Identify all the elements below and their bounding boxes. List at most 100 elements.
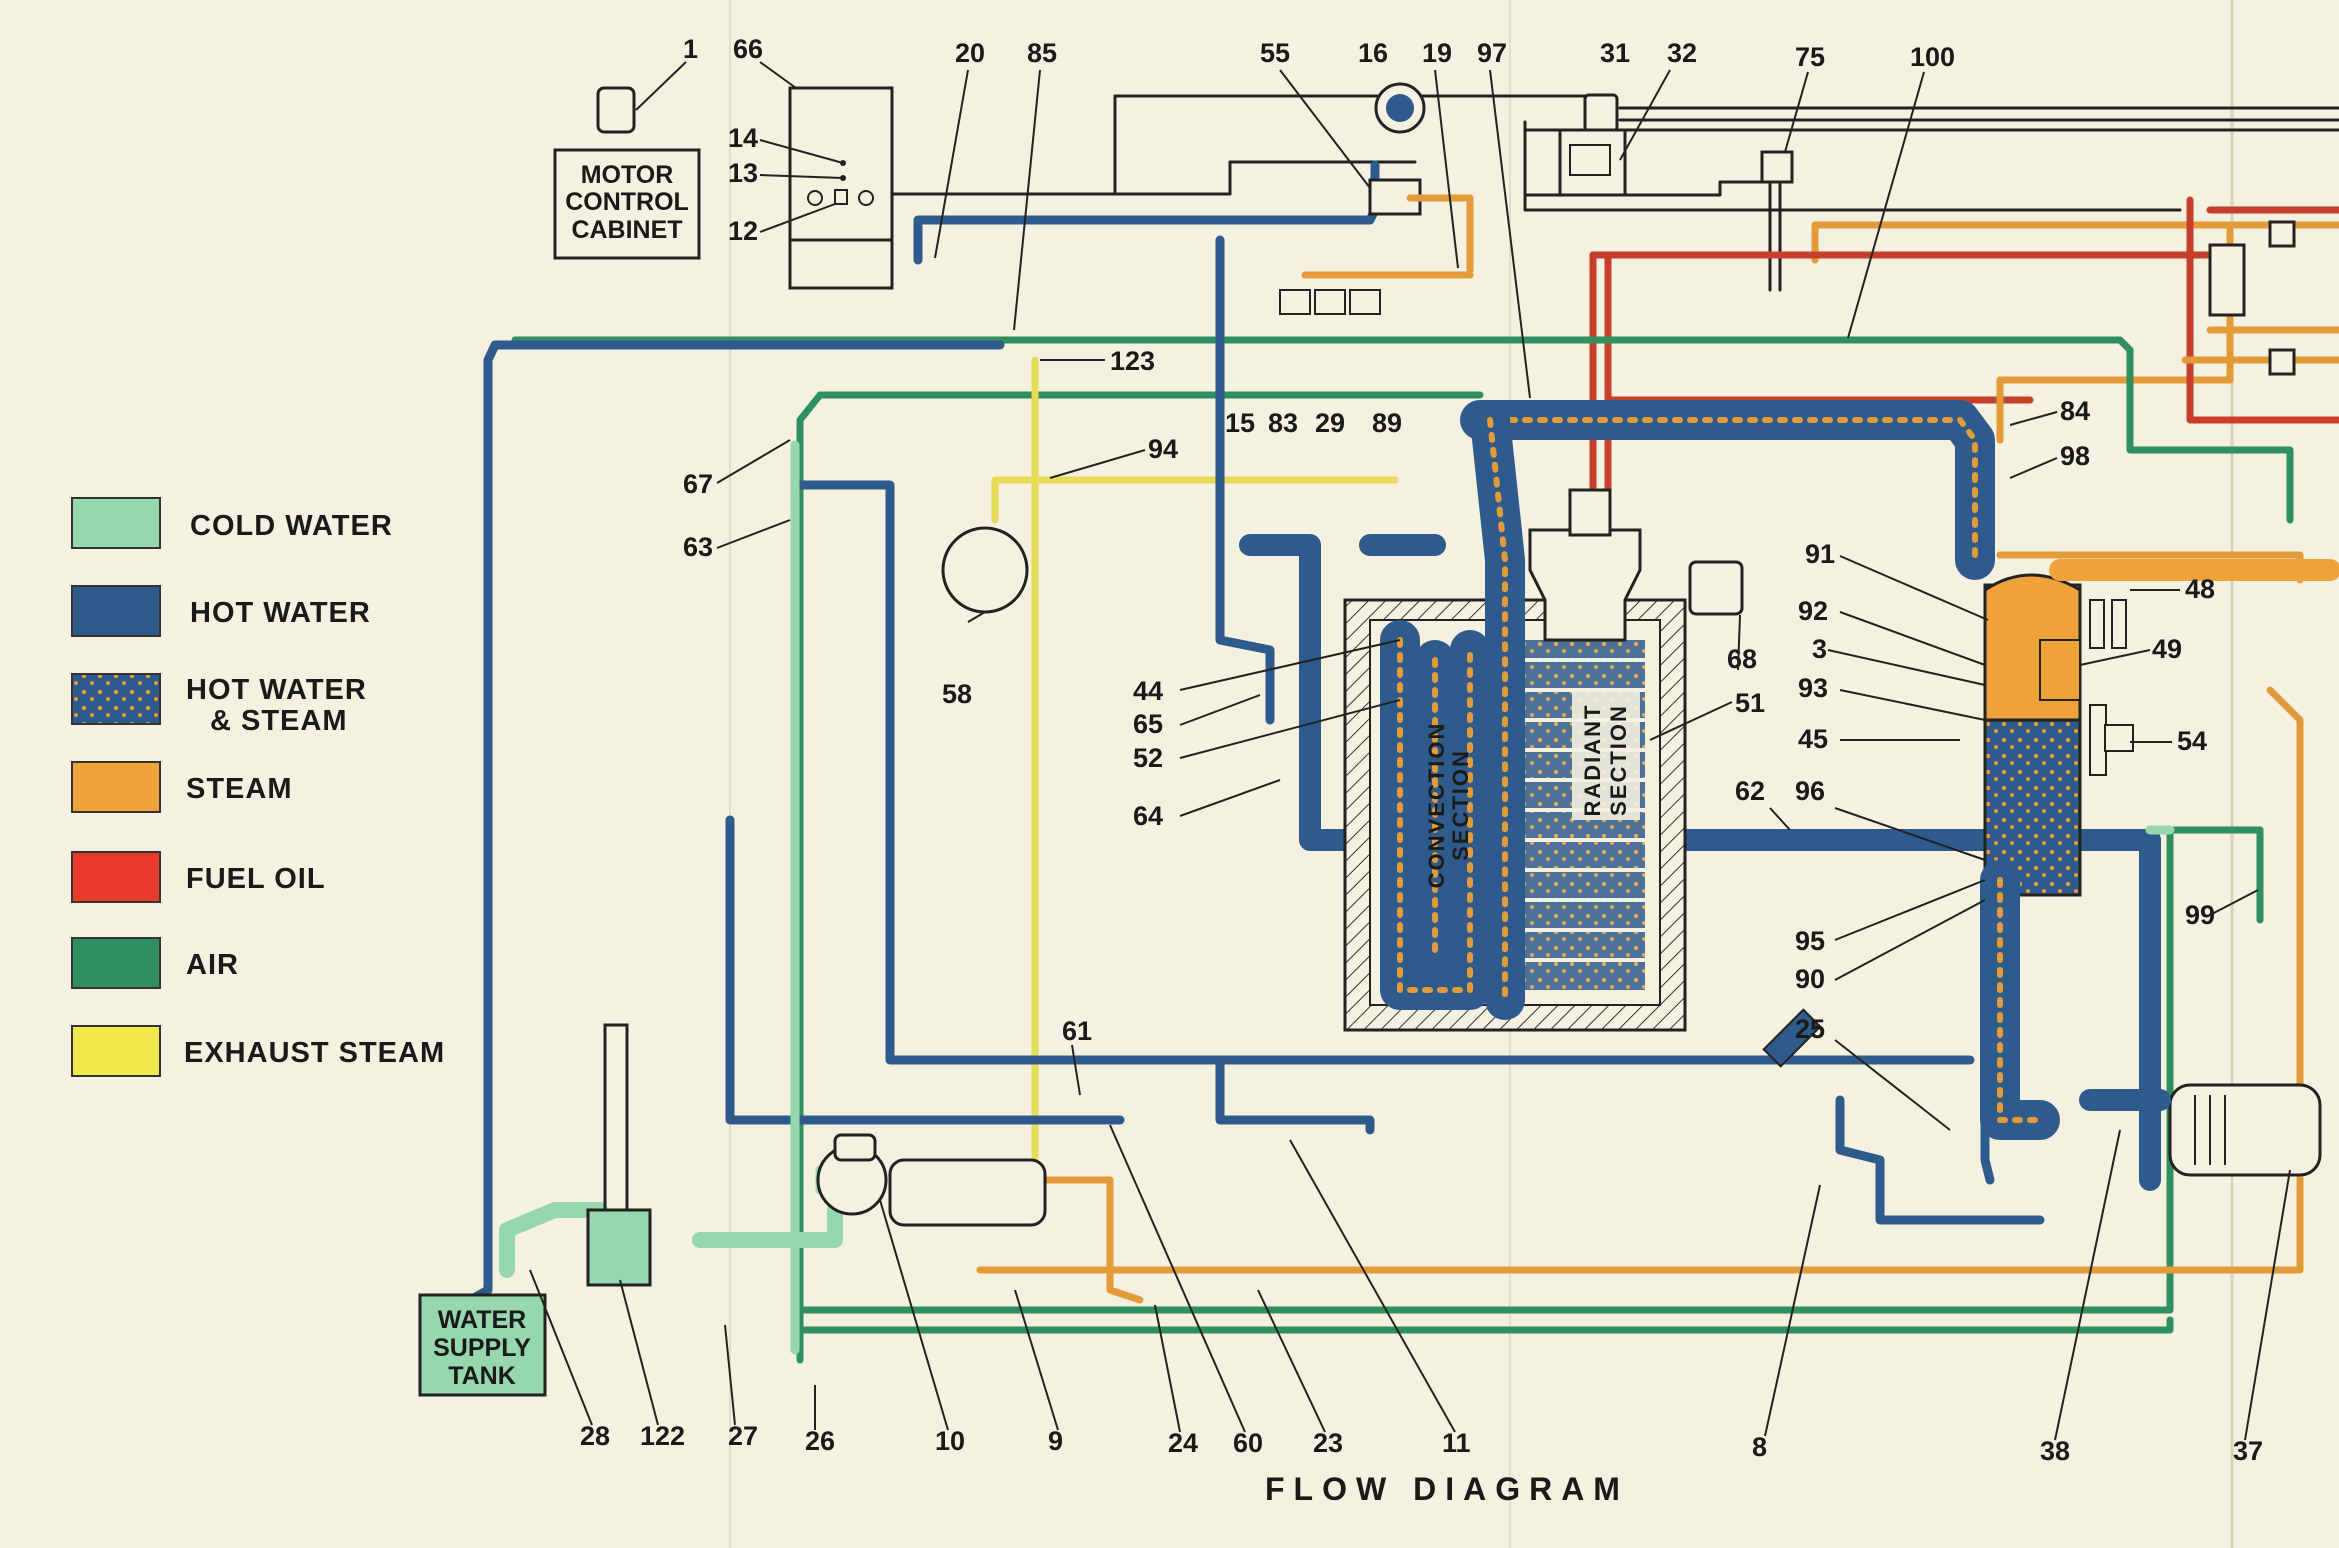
water-supply-line3: TANK — [448, 1362, 516, 1390]
legend-label: EXHAUST STEAM — [184, 1037, 445, 1069]
callout-64: 64 — [1133, 801, 1163, 831]
callout-95: 95 — [1795, 926, 1825, 956]
callout-90: 90 — [1795, 964, 1825, 994]
fuel-valves — [2208, 220, 2296, 376]
callout-16: 16 — [1358, 38, 1388, 68]
callout-3: 3 — [1812, 634, 1827, 664]
callout-32: 32 — [1667, 38, 1697, 68]
callout-8: 8 — [1752, 1432, 1767, 1462]
legend: COLD WATER HOT WATER HOT WATER & STEAM S… — [71, 497, 445, 1077]
leader-lines — [529, 61, 2291, 1441]
motor-control-line2: CONTROL — [565, 188, 689, 216]
legend-label: FUEL OIL — [186, 863, 326, 895]
callout-38: 38 — [2040, 1436, 2070, 1466]
control-panel — [788, 86, 894, 290]
callout-65: 65 — [1133, 709, 1163, 739]
motor-control-line3: CABINET — [571, 216, 682, 244]
callout-66: 66 — [733, 34, 763, 64]
callout-52: 52 — [1133, 743, 1163, 773]
callout-98: 98 — [2060, 441, 2090, 471]
callout-13: 13 — [728, 158, 758, 188]
callout-25: 25 — [1795, 1014, 1825, 1044]
steam-separator — [1983, 559, 2339, 897]
callout-94: 94 — [1148, 434, 1178, 464]
pump-58 — [941, 526, 1029, 614]
motor-control-line1: MOTOR — [581, 161, 674, 189]
legend-label: HOT WATER — [186, 674, 367, 706]
legend-item-cold-water: COLD WATER — [71, 497, 393, 549]
callout-61: 61 — [1062, 1016, 1092, 1046]
callout-84: 84 — [2060, 396, 2090, 426]
feed-pump-motor — [2168, 1083, 2322, 1177]
callout-63: 63 — [683, 532, 713, 562]
callout-27: 27 — [728, 1421, 758, 1451]
convection-section-line2: SECTION — [1448, 749, 1473, 861]
callout-1: 1 — [683, 34, 698, 64]
callout-55: 55 — [1260, 38, 1290, 68]
callout-60: 60 — [1233, 1428, 1263, 1458]
callout-26: 26 — [805, 1426, 835, 1456]
callout-23: 23 — [1313, 1428, 1343, 1458]
callout-96: 96 — [1795, 776, 1825, 806]
callout-48: 48 — [2185, 574, 2215, 604]
callout-31: 31 — [1600, 38, 1630, 68]
callout-49: 49 — [2152, 634, 2182, 664]
callout-75: 75 — [1795, 42, 1825, 72]
legend-item-hot-water: HOT WATER — [71, 585, 371, 637]
callout-123: 123 — [1110, 346, 1155, 376]
motor-control-cabinet: MOTOR CONTROL CABINET — [553, 86, 701, 260]
callout-83: 83 — [1268, 408, 1298, 438]
callout-11: 11 — [1442, 1428, 1471, 1458]
circulating-pump — [816, 1133, 1047, 1227]
callout-20: 20 — [955, 38, 985, 68]
legend-label: HOT WATER — [190, 597, 371, 629]
legend-item-steam: STEAM — [71, 761, 293, 813]
callout-28: 28 — [580, 1421, 610, 1451]
callout-67: 67 — [683, 469, 713, 499]
callout-91: 91 — [1805, 539, 1835, 569]
legend-label: STEAM — [186, 773, 293, 805]
diagram-title: FLOW DIAGRAM — [1265, 1471, 1629, 1507]
legend-item-fuel-oil: FUEL OIL — [71, 851, 326, 903]
callout-45: 45 — [1798, 724, 1828, 754]
legend-label-line2: & STEAM — [210, 705, 348, 737]
legend-item-hot-water-steam: HOT WATER & STEAM — [71, 673, 367, 737]
water-supply-line1: WATER — [438, 1306, 526, 1334]
radiant-section-line1: RADIANT — [1580, 704, 1605, 817]
callout-93: 93 — [1798, 673, 1828, 703]
callout-58: 58 — [942, 679, 972, 709]
burner-controls — [1558, 93, 1794, 197]
callout-9: 9 — [1048, 1426, 1063, 1456]
legend-item-exhaust-steam: EXHAUST STEAM — [71, 1025, 445, 1077]
callout-97: 97 — [1477, 38, 1507, 68]
callout-15: 15 — [1225, 408, 1255, 438]
callout-44: 44 — [1133, 676, 1163, 706]
callout-92: 92 — [1798, 596, 1828, 626]
callout-122: 122 — [640, 1421, 685, 1451]
callout-89: 89 — [1372, 408, 1402, 438]
callout-10: 10 — [935, 1426, 965, 1456]
callout-85: 85 — [1027, 38, 1057, 68]
callout-100: 100 — [1910, 42, 1955, 72]
radiant-section-line2: SECTION — [1606, 704, 1631, 816]
callout-62: 62 — [1735, 776, 1765, 806]
callout-29: 29 — [1315, 408, 1345, 438]
legend-label: COLD WATER — [190, 510, 393, 542]
water-supply-tank: WATER SUPPLY TANK — [418, 1293, 547, 1397]
softener-tank — [586, 1023, 652, 1287]
callout-12: 12 — [728, 216, 758, 246]
callout-37: 37 — [2233, 1436, 2263, 1466]
callout-24: 24 — [1168, 1428, 1198, 1458]
callout-51: 51 — [1735, 688, 1765, 718]
callout-labels: 1 66 20 85 55 16 19 97 31 32 75 100 14 1… — [580, 34, 2263, 1466]
convection-section-line1: CONVECTION — [1424, 722, 1449, 889]
callout-19: 19 — [1422, 38, 1452, 68]
legend-item-air: AIR — [71, 937, 239, 989]
callout-14: 14 — [728, 123, 758, 153]
legend-label: AIR — [186, 949, 239, 981]
callout-68: 68 — [1727, 644, 1757, 674]
callout-54: 54 — [2177, 726, 2207, 756]
burner — [1528, 488, 1744, 642]
water-supply-line2: SUPPLY — [433, 1334, 531, 1362]
